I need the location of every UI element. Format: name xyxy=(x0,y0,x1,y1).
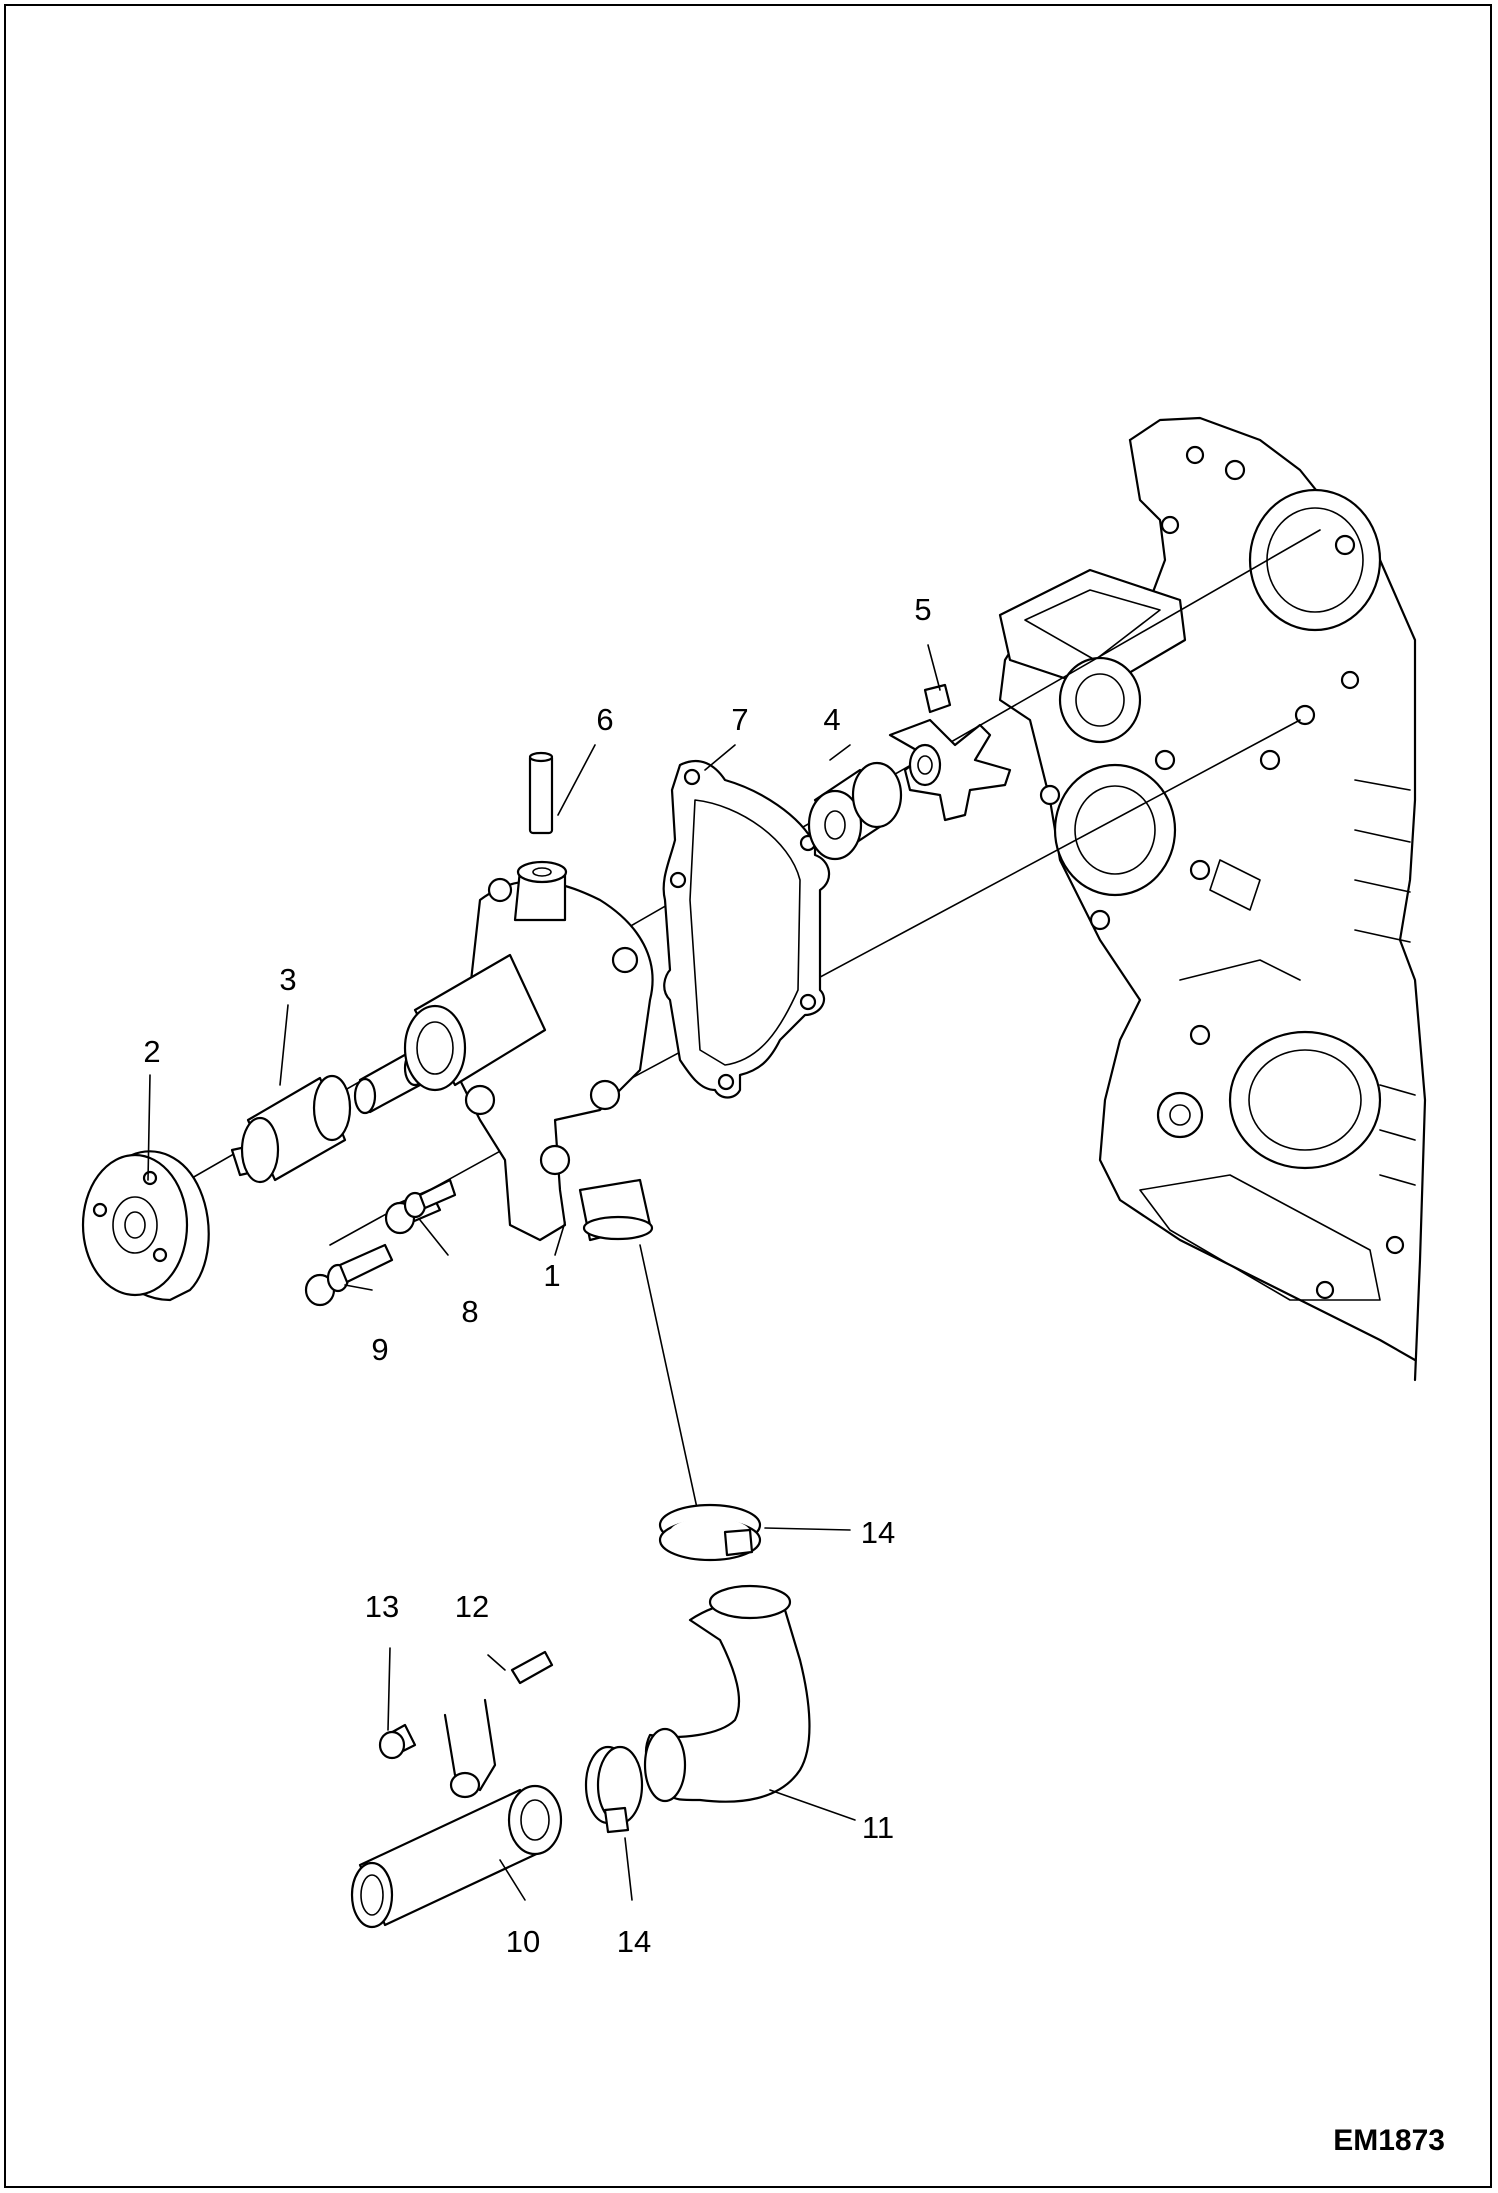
callout-9: 9 xyxy=(371,1332,388,1367)
impeller xyxy=(888,683,1012,822)
callout-7: 7 xyxy=(731,702,748,737)
callout-10: 10 xyxy=(506,1924,540,1959)
engine-block xyxy=(998,416,1427,1382)
callout-4: 4 xyxy=(823,702,840,737)
callout-14-upper: 14 xyxy=(861,1515,895,1550)
callout-3: 3 xyxy=(279,962,296,997)
dowel-pin xyxy=(528,751,554,835)
shaft-bearing xyxy=(230,1049,427,1184)
leader-lines xyxy=(147,644,941,1901)
pulley-hub xyxy=(81,1150,210,1302)
seal xyxy=(807,761,903,861)
nut xyxy=(378,1723,417,1760)
bolt-short xyxy=(384,1178,457,1235)
callout-13: 13 xyxy=(365,1589,399,1624)
callout-2: 2 xyxy=(143,1034,160,1069)
bracket xyxy=(443,1698,497,1799)
hose-clamp-upper xyxy=(658,1503,762,1562)
callout-1: 1 xyxy=(543,1258,560,1293)
elbow-hose xyxy=(643,1584,811,1803)
callout-11: 11 xyxy=(862,1810,894,1845)
bolt-long xyxy=(304,1243,394,1307)
hose-clamp-lower xyxy=(584,1745,644,1834)
stud xyxy=(510,1650,554,1685)
pipe xyxy=(350,1784,563,1929)
callout-14-lower: 14 xyxy=(617,1924,651,1959)
callout-12: 12 xyxy=(455,1589,489,1624)
gasket xyxy=(662,759,831,1099)
callout-5: 5 xyxy=(914,592,931,627)
callout-labels: 1 2 3 4 5 6 7 8 9 10 11 12 13 14 14 xyxy=(143,592,931,1959)
callout-6: 6 xyxy=(596,702,613,737)
drawing-code: EM1873 xyxy=(1333,2124,1445,2157)
callout-8: 8 xyxy=(461,1294,478,1329)
pump-housing xyxy=(403,860,654,1242)
